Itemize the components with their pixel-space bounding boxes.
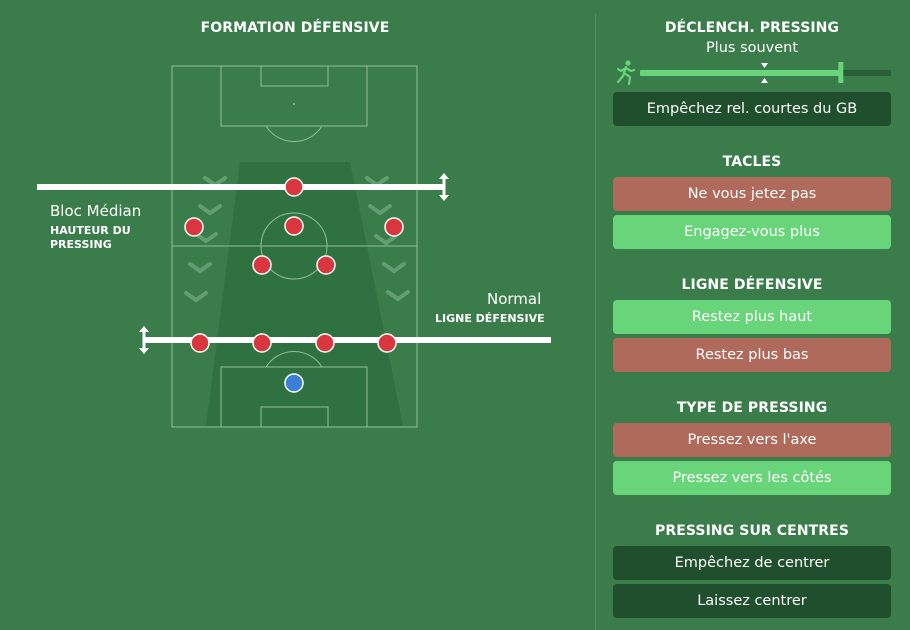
runner-icon <box>616 60 636 86</box>
player-marker-midfielder <box>316 255 336 275</box>
player-marker-midfielder <box>184 217 204 237</box>
player-marker-midfielder <box>384 217 404 237</box>
pressing-height-label: HAUTEUR DU PRESSING <box>50 224 131 251</box>
force-inside-button[interactable]: Pressez vers l'axe <box>613 423 891 457</box>
pressing-trigger-slider[interactable] <box>612 58 894 90</box>
player-marker-defender <box>377 333 397 353</box>
player-marker-defender <box>190 333 210 353</box>
step-up-more-button[interactable]: Restez plus haut <box>613 300 891 334</box>
cross-pressing-title: PRESSING SUR CENTRES <box>654 523 850 539</box>
defensive-line-title: LIGNE DÉFENSIVE <box>681 277 823 293</box>
formation-pitch <box>37 65 551 428</box>
pressing-height-handle[interactable] <box>439 173 449 201</box>
player-marker-forward <box>284 177 304 197</box>
tackles-title: TACLES <box>722 154 782 170</box>
pressing-type-title: TYPE DE PRESSING <box>676 400 828 416</box>
player-marker-midfielder <box>252 255 272 275</box>
drop-off-more-button[interactable]: Restez plus bas <box>613 338 891 372</box>
defensive-line-handle[interactable] <box>139 326 149 354</box>
get-stuck-in-button[interactable]: Engagez-vous plus <box>613 215 891 249</box>
prevent-short-gk-distribution-button[interactable]: Empêchez rel. courtes du GB <box>613 92 891 126</box>
pressing-trigger-title: DÉCLENCH. PRESSING <box>664 20 840 36</box>
panel-divider <box>595 14 596 630</box>
invite-crosses-button[interactable]: Laissez centrer <box>613 584 891 618</box>
pressing-height-value: Bloc Médian <box>50 202 142 220</box>
force-outside-button[interactable]: Pressez vers les côtés <box>613 461 891 495</box>
player-marker-midfielder <box>284 216 304 236</box>
formation-title: FORMATION DÉFENSIVE <box>200 20 390 36</box>
defensive-line-value: Normal <box>487 290 542 308</box>
pressing-trigger-value: Plus souvent <box>705 40 799 56</box>
player-marker-defender <box>252 333 272 353</box>
player-marker-defender <box>315 333 335 353</box>
player-marker-goalkeeper <box>284 373 304 393</box>
stay-on-feet-button[interactable]: Ne vous jetez pas <box>613 177 891 211</box>
stop-crosses-button[interactable]: Empêchez de centrer <box>613 546 891 580</box>
defensive-line-label: LIGNE DÉFENSIVE <box>435 312 545 325</box>
